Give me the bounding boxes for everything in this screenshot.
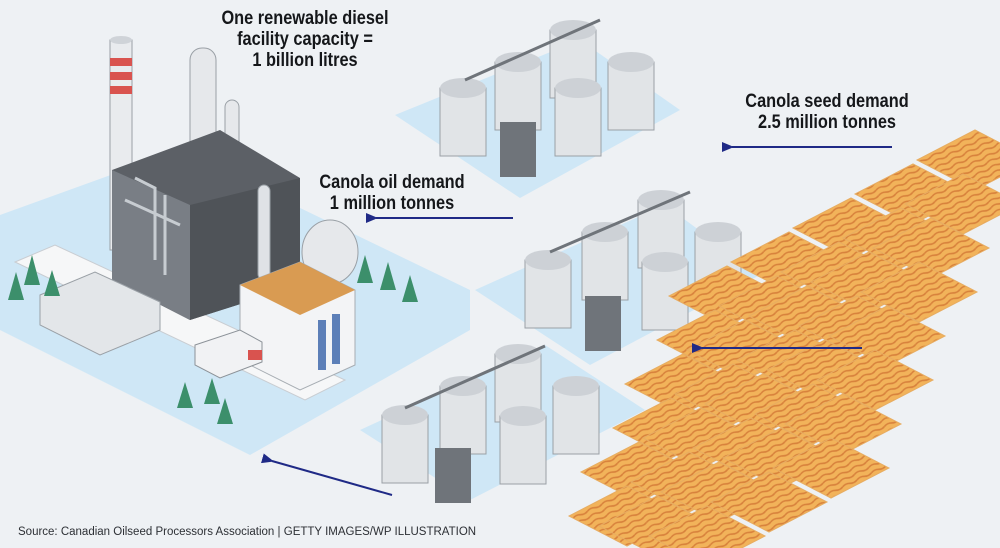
facility-capacity-line1: One renewable diesel [221, 8, 389, 29]
seed-demand-label: Canola seed demand 2.5 million tonnes [728, 91, 926, 133]
silo-cluster-top [439, 18, 655, 177]
tree-icon [24, 255, 40, 285]
oil-demand-line2: 1 million tonnes [329, 193, 455, 214]
facility-capacity-line2: facility capacity = [237, 29, 373, 50]
facility-capacity-label: One renewable diesel facility capacity =… [219, 8, 391, 71]
tanker-truck [194, 329, 263, 379]
canola-field-tile [709, 471, 829, 533]
source-text: Source: Canadian Oilseed Processors Asso… [18, 526, 275, 538]
tree-icon [177, 382, 193, 408]
tree-icon [44, 270, 60, 296]
tree-icon [8, 272, 24, 300]
tree-icon [357, 255, 373, 283]
renewable-diesel-facility [39, 36, 359, 391]
oil-demand-label: Canola oil demand 1 million tonnes [297, 172, 486, 214]
tree-icon [380, 262, 396, 290]
trees [8, 255, 418, 424]
credit-text: GETTY IMAGES/WP ILLUSTRATION [283, 526, 477, 538]
facility-capacity-line3: 1 billion litres [252, 50, 358, 71]
separator: | [277, 526, 281, 538]
tree-icon [217, 398, 233, 424]
canola-field-tile [771, 437, 891, 499]
seed-demand-line2: 2.5 million tonnes [757, 112, 897, 133]
tree-icon [204, 378, 220, 404]
cooling-units [39, 271, 161, 356]
flow-arrows [261, 142, 892, 496]
silo-cluster-bottom [381, 344, 600, 503]
seed-demand-line1: Canola seed demand [745, 91, 909, 112]
arrow-bottom-silos-to-facility [261, 453, 393, 496]
canola-fields [567, 129, 1000, 548]
tree-icon [402, 275, 418, 302]
source-credit: Source: Canadian Oilseed Processors Asso… [18, 526, 476, 538]
canola-field-tile [647, 505, 767, 548]
oil-demand-line1: Canola oil demand [319, 172, 465, 193]
